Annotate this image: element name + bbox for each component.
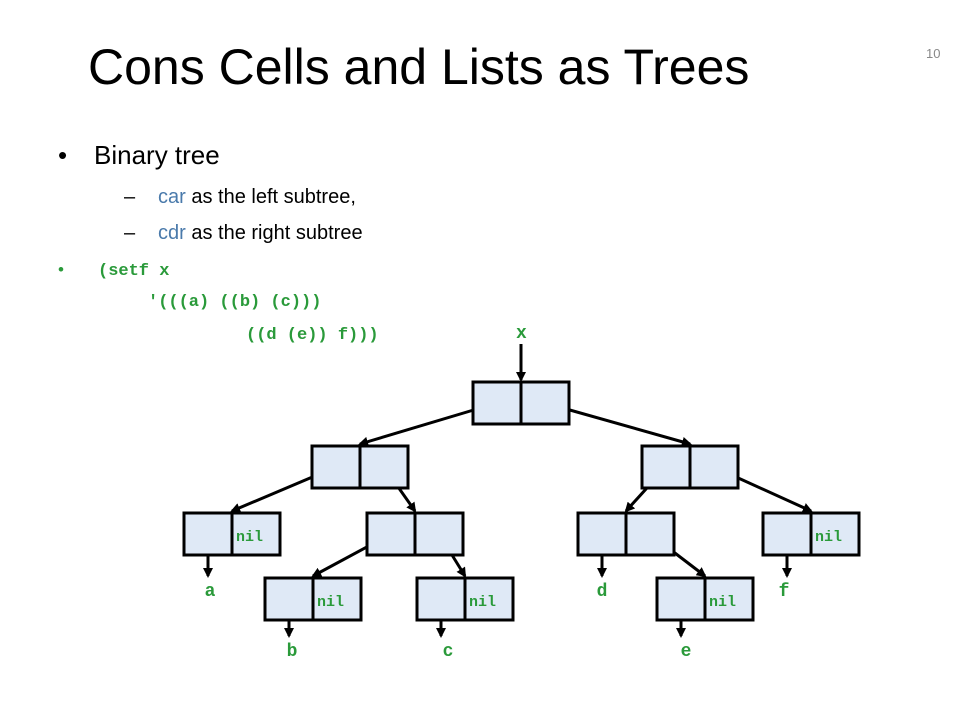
cons-cell-root	[471, 380, 571, 426]
cdr-box	[311, 576, 363, 622]
car-box	[182, 511, 234, 557]
atom-e: e	[681, 642, 692, 662]
cdr-box	[230, 511, 282, 557]
nil-label: nil	[469, 594, 496, 611]
sub-bullet-text: as the right subtree	[185, 222, 363, 244]
cons-cell-LL: nil	[182, 511, 282, 557]
slide-title: Cons Cells and Lists as Trees	[88, 39, 750, 95]
code-line-1: • (setf x	[58, 260, 169, 281]
cons-cell-RL	[576, 511, 676, 557]
keyword-car: car	[158, 186, 186, 208]
cdr-box	[809, 511, 861, 557]
cons-cell-LRL: nil	[263, 576, 363, 622]
cdr-box	[624, 511, 676, 557]
cons-cell-LR	[365, 511, 465, 557]
nil-label: nil	[236, 529, 263, 546]
bullet-text: Binary tree	[94, 140, 220, 170]
car-box	[415, 576, 467, 622]
code-line-3: ((d (e)) f)))	[246, 326, 379, 345]
sub-bullet-text: as the left subtree,	[185, 186, 356, 208]
atom-a: a	[205, 582, 216, 602]
car-box	[640, 444, 692, 490]
car-box	[471, 380, 523, 426]
atom-d: d	[597, 582, 608, 602]
car-box	[576, 511, 628, 557]
code-line-2: '(((a) ((b) (c)))	[148, 293, 322, 312]
cdr-box	[519, 380, 571, 426]
atom-c: c	[443, 642, 454, 662]
nil-label: nil	[709, 594, 736, 611]
bullet-binary-tree: • Binary tree	[58, 140, 220, 171]
atom-b: b	[287, 642, 298, 662]
car-box	[655, 576, 707, 622]
cdr-box	[463, 576, 515, 622]
atom-labels: x a b c d e f	[205, 324, 790, 662]
bullet-marker: •	[58, 140, 68, 170]
sub-bullet-marker: –	[124, 186, 136, 208]
cons-cell-RR: nil	[761, 511, 861, 557]
atom-f: f	[779, 582, 790, 602]
cons-cells: nil nil nil nil nil	[182, 380, 861, 622]
cons-cell-L	[310, 444, 410, 490]
car-box	[365, 511, 417, 557]
nil-label: nil	[815, 529, 842, 546]
slide-number: 10	[926, 46, 941, 61]
car-box	[761, 511, 813, 557]
nil-label: nil	[317, 594, 344, 611]
cons-cell-LRR: nil	[415, 576, 515, 622]
cdr-box	[688, 444, 740, 490]
cons-cell-R	[640, 444, 740, 490]
code-bullet-marker: •	[58, 260, 64, 279]
cdr-box	[413, 511, 465, 557]
cdr-box	[358, 444, 410, 490]
car-box	[310, 444, 362, 490]
cons-cell-RLR: nil	[655, 576, 755, 622]
sub-bullet-cdr: –cdr as the right subtree	[124, 222, 363, 245]
sub-bullet-car: –car as the left subtree,	[124, 186, 356, 209]
root-variable-label: x	[516, 324, 527, 344]
keyword-cdr: cdr	[158, 222, 186, 244]
car-box	[263, 576, 315, 622]
cdr-box	[703, 576, 755, 622]
code-text: (setf x	[98, 262, 170, 281]
sub-bullet-marker: –	[124, 222, 136, 244]
